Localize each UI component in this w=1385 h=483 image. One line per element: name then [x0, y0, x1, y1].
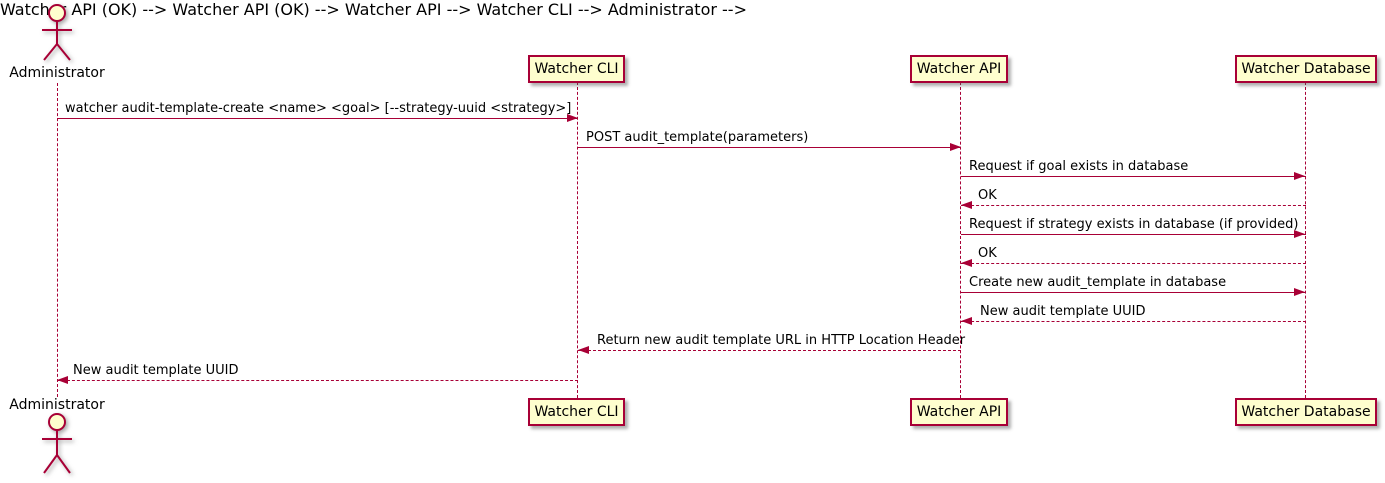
arrowhead-icon	[1294, 230, 1305, 238]
arrowhead-icon	[1294, 288, 1305, 296]
participant-watcher-database-bottom: Watcher Database	[1235, 398, 1377, 426]
message-text: Request if goal exists in database	[969, 159, 1189, 174]
message-line	[961, 234, 1306, 235]
message-line	[57, 118, 578, 119]
arrowhead-icon	[950, 143, 961, 151]
message-text: watcher audit-template-create <name> <go…	[65, 101, 572, 116]
lifeline-watcher-database	[1305, 82, 1306, 398]
arrowhead-icon	[578, 346, 589, 354]
arrowhead-icon	[57, 376, 68, 384]
participant-watcher-api-bottom: Watcher API	[910, 398, 1008, 426]
actor-icon-bottom	[42, 413, 72, 474]
lifeline-watcher-api	[960, 82, 961, 398]
actor-icon-top	[42, 4, 72, 61]
message-text: OK	[978, 246, 997, 261]
message-text: New audit template UUID	[980, 304, 1146, 319]
message-line	[578, 350, 961, 351]
message-line	[961, 263, 1306, 264]
message-text: New audit template UUID	[73, 363, 239, 378]
participant-watcher-cli-top: Watcher CLI	[528, 55, 625, 83]
message-line	[961, 176, 1306, 177]
lifeline-watcher-cli	[577, 82, 578, 398]
arrowhead-icon	[1294, 172, 1305, 180]
message-line	[961, 321, 1306, 322]
message-text: OK	[978, 188, 997, 203]
arrowhead-icon	[567, 114, 578, 122]
participant-watcher-cli-bottom: Watcher CLI	[528, 398, 625, 426]
lifeline-administrator	[57, 83, 58, 397]
message-line	[57, 380, 578, 381]
message-line	[961, 292, 1306, 293]
message-text: Return new audit template URL in HTTP Lo…	[597, 333, 966, 348]
participant-watcher-database-top: Watcher Database	[1235, 55, 1377, 83]
message-line	[578, 147, 961, 148]
message-text: Request if strategy exists in database (…	[969, 217, 1299, 232]
arrowhead-icon	[961, 317, 972, 325]
actor-label-bottom: Administrator	[9, 397, 105, 413]
message-text: POST audit_template(parameters)	[586, 130, 809, 145]
arrowhead-icon	[961, 201, 972, 209]
message-text: Create new audit_template in database	[969, 275, 1227, 290]
message-line	[961, 205, 1306, 206]
participant-watcher-api-top: Watcher API	[910, 55, 1008, 83]
actor-label-top: Administrator	[9, 65, 105, 81]
arrowhead-icon	[961, 259, 972, 267]
